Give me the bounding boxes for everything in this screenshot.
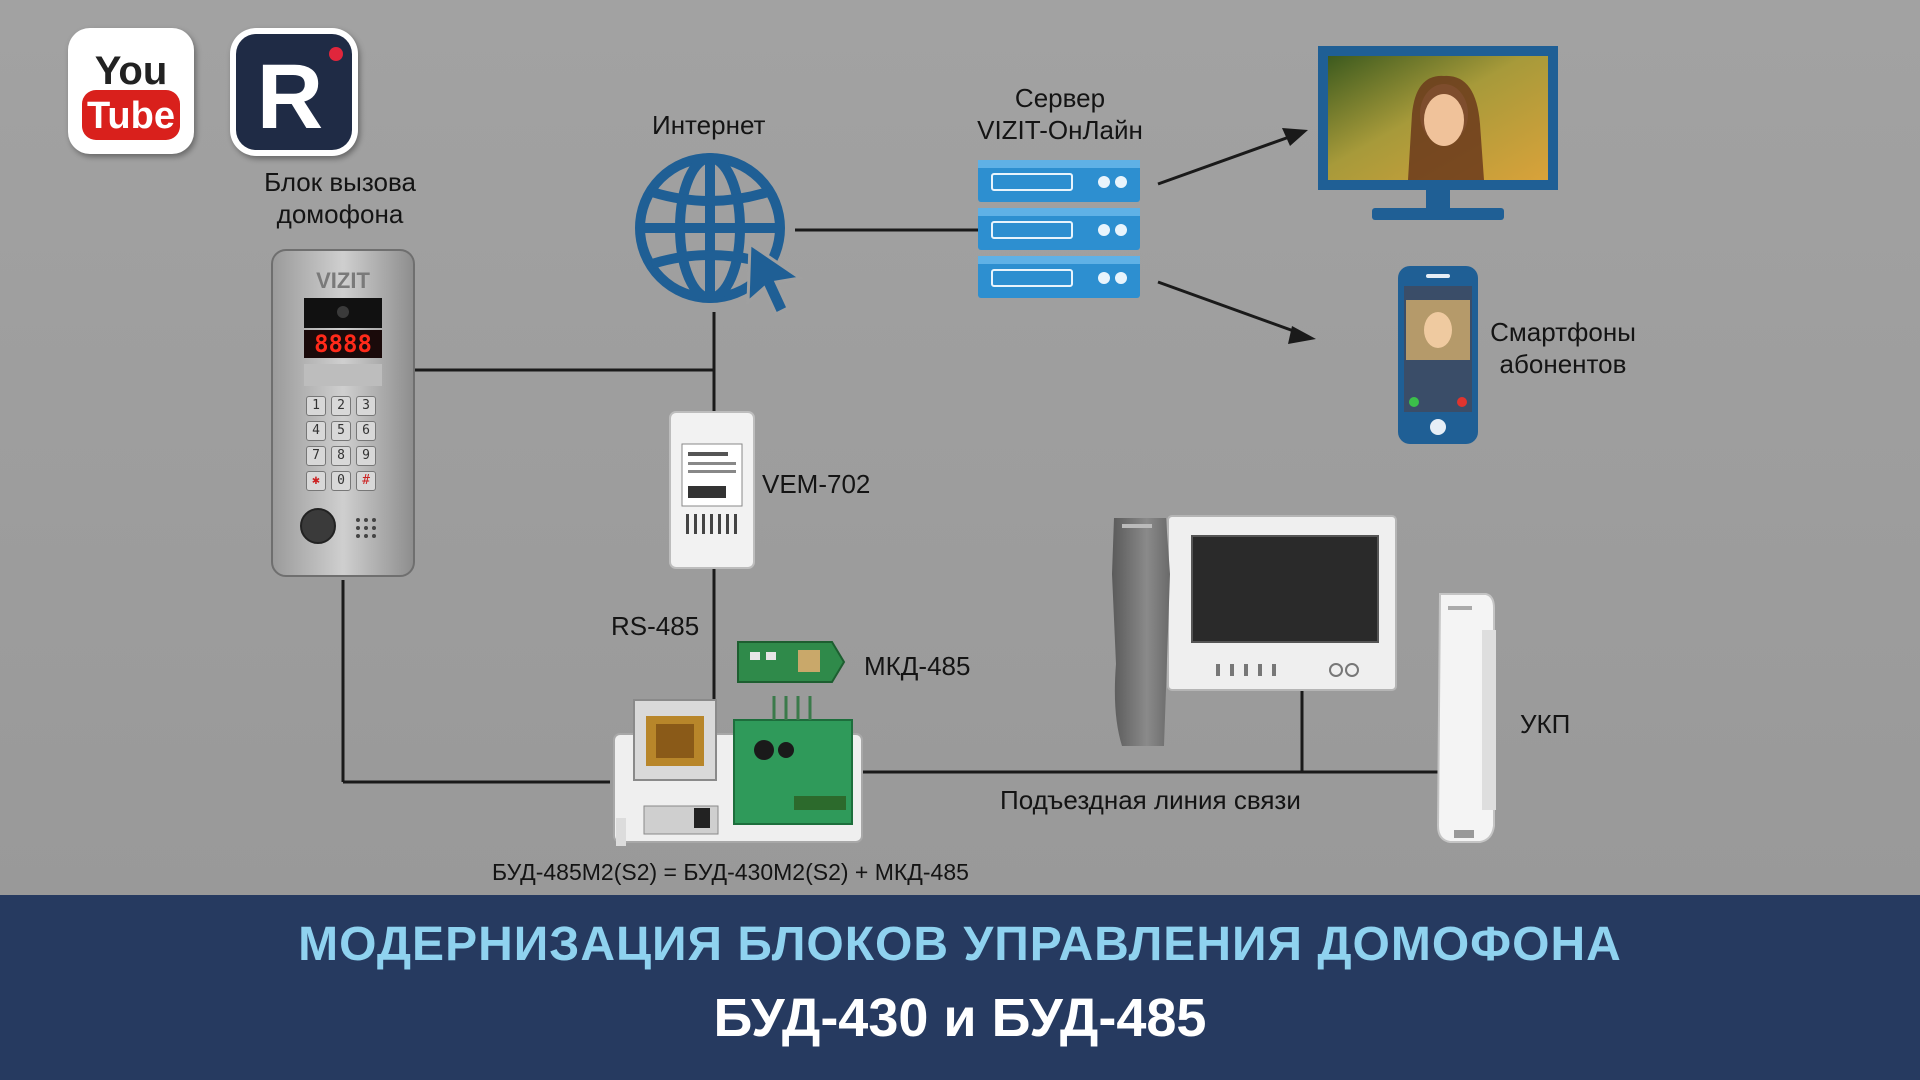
rs485-label: RS-485 [611, 611, 700, 641]
key-1: 1 [306, 396, 326, 416]
key-8: 8 [331, 446, 351, 466]
mkd-485-board-image [737, 641, 846, 683]
youtube-logo[interactable]: You Tube [68, 28, 194, 154]
banner-subtitle: БУД-430 и БУД-485 [713, 988, 1207, 1048]
arrow-server-phone [1157, 280, 1303, 336]
smartphones-label-line2: абонентов [1499, 349, 1627, 379]
vem-702-label: VEM-702 [762, 469, 871, 499]
line-label: Подъездная линия связи [1000, 785, 1301, 815]
key-star: ✱ [306, 471, 326, 491]
key-4: 4 [306, 421, 326, 441]
key-9: 9 [356, 446, 376, 466]
intercom-panel-label: Блок вызова домофона [264, 167, 416, 229]
title-banner: МОДЕРНИЗАЦИЯ БЛОКОВ УПРАВЛЕНИЯ ДОМОФОНА … [0, 895, 1920, 1080]
desktop-monitor-icon [1318, 46, 1558, 220]
mkd-485-label: МКД-485 [864, 651, 971, 681]
banner-title: МОДЕРНИЗАЦИЯ БЛОКОВ УПРАВЛЕНИЯ ДОМОФОНА [298, 918, 1622, 971]
connection-wires [341, 128, 1440, 784]
server-label-line2: VIZIT-ОнЛайн [977, 115, 1143, 145]
bud-control-block-image [613, 696, 863, 846]
vem-702-module-image [669, 411, 755, 569]
key-hash: # [356, 471, 376, 491]
key-0: 0 [331, 471, 351, 491]
internet-label: Интернет [652, 110, 766, 140]
key-2: 2 [331, 396, 351, 416]
youtube-logo-top: You [95, 49, 168, 93]
video-monitor-image [1112, 515, 1397, 746]
panel-keypad: 1 2 3 4 5 6 7 8 9 ✱ 0 # [304, 394, 384, 498]
arrowhead-phone [1288, 326, 1316, 344]
r-channel-logo[interactable]: R [230, 28, 358, 156]
r-logo-letter: R [257, 46, 323, 148]
server-label-line1: Сервер [1014, 83, 1106, 113]
globe-cursor-icon [635, 153, 804, 316]
smartphones-label-line1: Смартфоны [1490, 317, 1636, 347]
key-5: 5 [331, 421, 351, 441]
key-6: 6 [356, 421, 376, 441]
youtube-logo-bottom: Tube [87, 95, 175, 137]
smartphone-icon [1398, 266, 1478, 444]
key-7: 7 [306, 446, 326, 466]
ukp-handset-image [1436, 593, 1496, 843]
ukp-label: УКП [1520, 709, 1571, 739]
arrow-server-monitor [1157, 134, 1293, 186]
diagram-canvas: You Tube R Блок вызова домофона VIZIT 88… [0, 0, 1920, 895]
panel-brand: VIZIT [316, 268, 370, 293]
arrowhead-monitor [1282, 128, 1308, 146]
formula-label: БУД-485М2(S2) = БУД-430М2(S2) + МКД-485 [492, 859, 969, 885]
server-rack-icon [978, 160, 1140, 298]
key-3: 3 [356, 396, 376, 416]
panel-display: 8888 [314, 330, 372, 358]
